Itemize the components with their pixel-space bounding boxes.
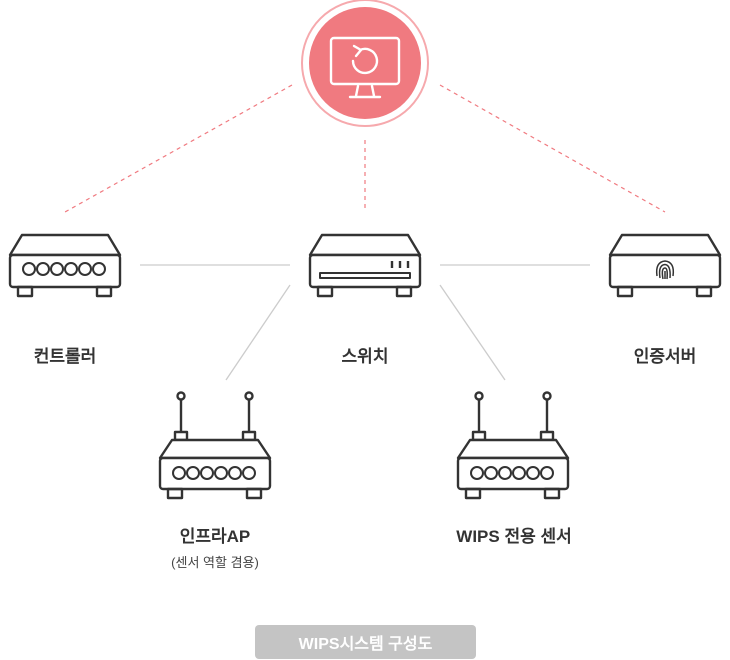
fingerprint-icon bbox=[655, 260, 675, 280]
infra-ap-device-icon bbox=[158, 391, 272, 500]
link-console-controller bbox=[64, 84, 293, 213]
monitor-refresh-icon bbox=[329, 36, 401, 99]
diagram-caption: WIPS시스템 구성도 bbox=[255, 625, 476, 659]
switch-label: 스위치 bbox=[341, 347, 389, 366]
console-links bbox=[64, 84, 666, 213]
switch-device-icon bbox=[308, 233, 422, 298]
auth-server-device-icon bbox=[608, 233, 722, 298]
switch-links bbox=[140, 264, 590, 381]
auth-server-label: 인증서버 bbox=[633, 347, 697, 366]
link-switch-sensor bbox=[439, 284, 506, 381]
controller-device-icon bbox=[8, 233, 122, 298]
wips-sensor-device-icon bbox=[456, 391, 570, 500]
console-inner-circle bbox=[309, 7, 421, 119]
infra-ap-label: 인프라AP bbox=[179, 527, 251, 546]
link-switch-ap bbox=[225, 284, 291, 381]
infra-ap-sublabel: (센서 역할 겸용) bbox=[171, 555, 259, 570]
wips-sensor-label: WIPS 전용 센서 bbox=[456, 527, 572, 546]
controller-label: 컨트롤러 bbox=[33, 347, 97, 366]
management-console bbox=[301, 0, 429, 127]
link-console-auth bbox=[439, 84, 666, 213]
